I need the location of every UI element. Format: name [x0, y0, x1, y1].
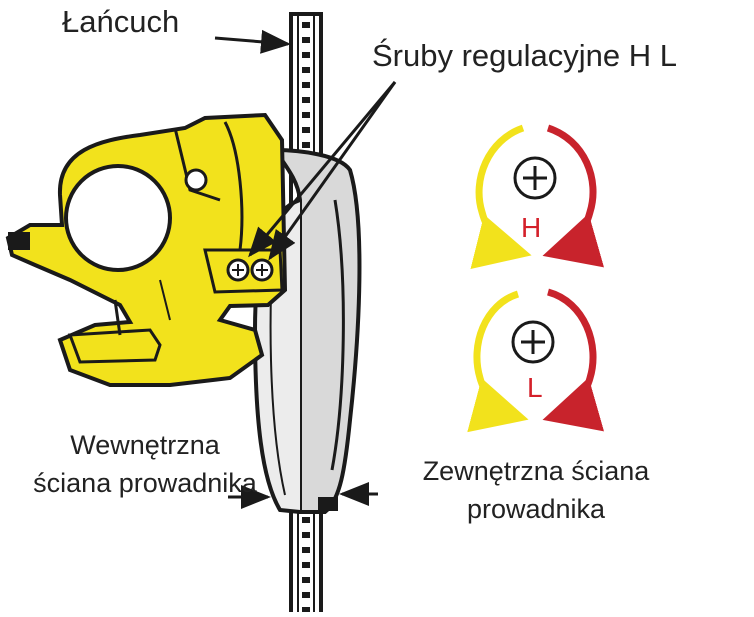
chain-link — [302, 67, 310, 73]
derailleur-body — [5, 112, 288, 387]
chain-link — [302, 97, 310, 103]
inner-cage-wall-label: Wewnętrzna ściana prowadnika — [33, 430, 257, 498]
chain-link — [302, 22, 310, 28]
chain-link — [302, 52, 310, 58]
chain-link — [302, 142, 310, 148]
chain-link — [302, 607, 310, 613]
h-adjuster — [470, 124, 605, 269]
chain-link — [302, 517, 310, 523]
chain-link — [302, 82, 310, 88]
counterclockwise-arrow-icon — [542, 124, 605, 268]
outer-cage-wall-label: Zewnętrzna ściana prowadnika — [422, 456, 650, 524]
leader-lines — [214, 29, 397, 509]
derailleur-cage — [252, 147, 362, 514]
chain-link — [302, 547, 310, 553]
chain-link — [302, 127, 310, 133]
l-screw-symbol: L — [527, 372, 543, 403]
chain-link — [302, 592, 310, 598]
chain-label: Łańcuch — [62, 4, 180, 39]
clockwise-arrow-icon — [467, 290, 529, 433]
chain-link — [302, 37, 310, 43]
chain-link — [302, 577, 310, 583]
chain-link — [302, 532, 310, 538]
chain-link — [302, 562, 310, 568]
chain-link — [302, 112, 310, 118]
adjustment-screws-label: Śruby regulacyjne H L — [372, 38, 677, 73]
h-screw-symbol: H — [521, 212, 542, 243]
counterclockwise-arrow-icon — [542, 288, 605, 432]
l-adjuster — [467, 288, 605, 433]
clockwise-arrow-icon — [470, 124, 532, 269]
